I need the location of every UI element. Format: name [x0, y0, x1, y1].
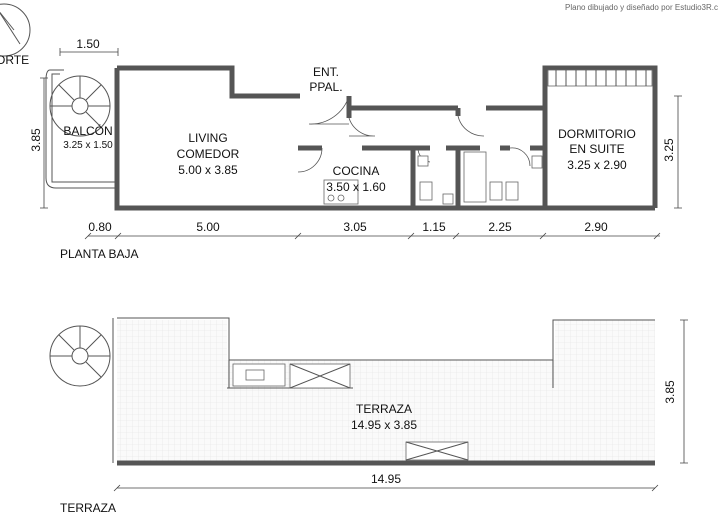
living-name-1: LIVING	[188, 131, 227, 145]
compass-label: ORTE	[0, 53, 29, 67]
balcony-size: 3.25 x 1.50	[63, 140, 113, 151]
bedroom-name-2: EN SUITE	[569, 142, 624, 156]
dim-bottom-1: 0.80	[88, 220, 112, 234]
terrace-name: TERRAZA	[356, 402, 412, 416]
entrance-label-1: ENT.	[313, 65, 339, 79]
dim-roof-height: 3.85	[663, 380, 677, 404]
dim-roof-total: 14.95	[371, 472, 401, 486]
entrance-label-2: PPAL.	[309, 80, 342, 94]
dim-bottom-2: 5.00	[196, 220, 220, 234]
kitchen-name: COCINA	[333, 164, 380, 178]
living-size: 5.00 x 3.85	[178, 163, 238, 177]
dim-top-balcony: 1.50	[76, 37, 100, 51]
closet	[547, 69, 653, 87]
dim-bottom-3: 3.05	[343, 220, 367, 234]
dim-right-height: 3.25	[662, 138, 676, 162]
dim-bottom-6: 2.90	[584, 220, 608, 234]
ground-floor-title: PLANTA BAJA	[60, 247, 138, 261]
ground-floor-plan: BALCÓN 3.25 x 1.50 LIVING COMEDOR 5.00 x…	[29, 37, 682, 261]
bedroom-name-1: DORMITORIO	[558, 127, 636, 141]
credit-text: Plano dibujado y diseñado por Estudio3R.…	[565, 3, 718, 12]
terrace-size: 14.95 x 3.85	[351, 418, 417, 432]
dim-left-height: 3.85	[29, 128, 43, 152]
roof-plan: TERRAZA 14.95 x 3.85 3.85 14.95 TERRAZA	[49, 317, 688, 515]
sink-icon	[417, 155, 429, 167]
spiral-staircase	[49, 325, 111, 387]
bathtub-icon	[463, 151, 487, 203]
north-compass: ORTE	[0, 3, 31, 67]
dim-bottom-4: 1.15	[422, 220, 446, 234]
spiral-staircase	[49, 75, 111, 137]
balcony-name: BALCÓN	[63, 123, 112, 138]
toilet-icon	[419, 181, 433, 201]
bedroom-size: 3.25 x 2.90	[567, 158, 627, 172]
kitchen-size: 3.50 x 1.60	[326, 180, 386, 194]
roof-dimension-lines: 3.85 14.95	[113, 319, 688, 492]
dim-bottom-5: 2.25	[488, 220, 512, 234]
roof-title: TERRAZA	[60, 501, 116, 515]
dimension-lines: 1.50 3.85 3.25 0.80 5.00 3.05 1.15 2.25 …	[29, 37, 682, 240]
living-name-2: COMEDOR	[177, 147, 240, 161]
